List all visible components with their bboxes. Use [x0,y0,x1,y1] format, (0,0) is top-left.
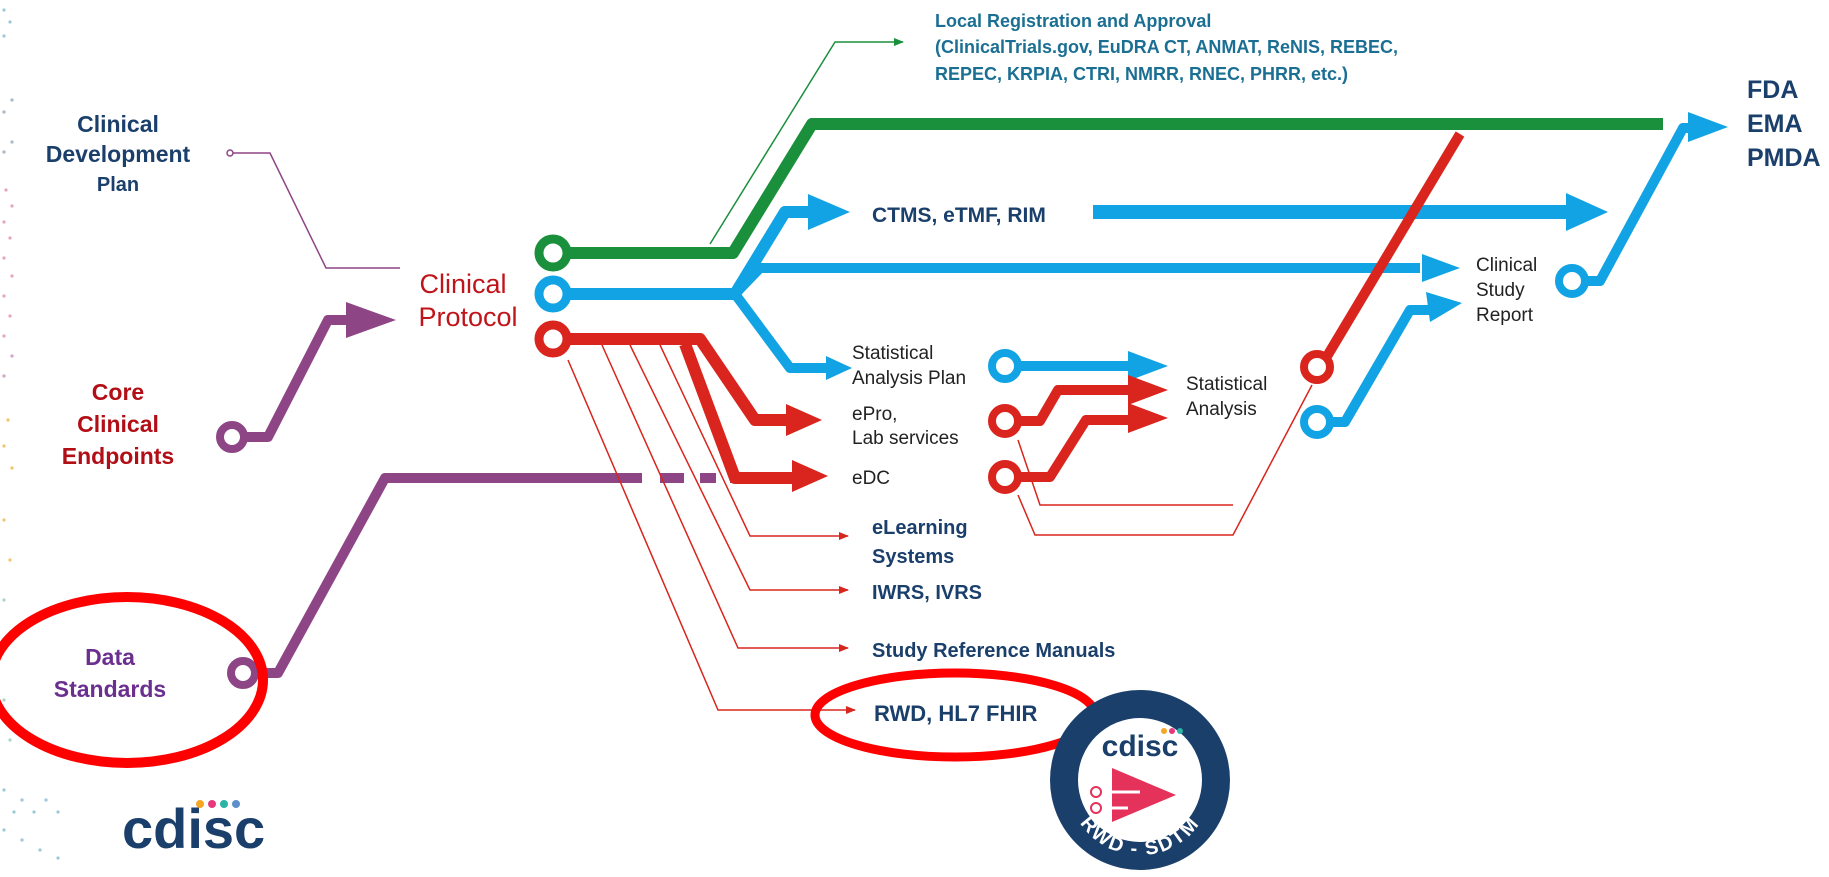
edc-arrowhead [792,460,828,492]
ctms-line [553,206,820,300]
edc-to-analysis-arrowhead [1128,403,1168,433]
left-dot-decoration [2,8,60,860]
svg-text:Core: Core [92,379,144,405]
elearning-connector [659,344,849,540]
svg-text:EMA: EMA [1747,110,1803,138]
svg-text:eLearning: eLearning [872,517,968,539]
registration-pointer [709,38,904,245]
edc-to-analysis-line [1008,415,1130,482]
ctms-to-regulators-arrowhead [1566,193,1608,231]
edc-node [988,460,1022,494]
svg-text:Endpoints: Endpoints [62,443,174,469]
svg-text:PMDA: PMDA [1747,144,1821,172]
svg-text:Development: Development [46,141,191,167]
svg-text:(ClinicalTrials.gov, EuDRA CT,: (ClinicalTrials.gov, EuDRA CT, ANMAT, Re… [935,37,1398,57]
elearning-label: eLearning Systems [872,517,968,568]
regulators-label: FDA EMA PMDA [1747,76,1821,172]
ctms-arrowhead [808,194,850,230]
epro-node [988,404,1022,438]
epro-arrowhead [786,404,822,436]
csr-node [1555,264,1589,298]
ctms-label: CTMS, eTMF, RIM [872,204,1046,227]
svg-text:Plan: Plan [97,174,139,196]
cdp-node [226,149,234,157]
statistical-analysis-label: Statistical Analysis [1186,374,1267,420]
protocol-red-node [534,320,572,358]
svg-text:Clinical: Clinical [419,269,506,299]
protocol-blue-node [534,275,572,313]
svg-text:Statistical: Statistical [1186,374,1267,395]
svg-text:Data: Data [85,644,135,670]
analysis-red-node [1300,350,1334,384]
edc-line [679,341,798,484]
svg-text:Study: Study [1476,280,1525,301]
svg-text:Clinical: Clinical [77,411,159,437]
svg-text:cdisc: cdisc [122,797,265,860]
manuals-label: Study Reference Manuals [872,640,1115,662]
csr-main-arrowhead [1422,254,1460,282]
cdp-connector [232,152,400,269]
svg-text:cdisc: cdisc [1102,730,1179,763]
iwrs-label: IWRS, IVRS [872,582,982,604]
svg-text:Standards: Standards [54,676,166,702]
analysis-to-csr-arrowhead [1426,292,1462,322]
sap-to-analysis-arrowhead [1128,351,1168,381]
epro-thin-loop [1017,439,1233,506]
svg-text:Lab services: Lab services [852,428,959,449]
csr-main-line [731,263,1420,298]
analysis-to-registration-line [1315,131,1465,371]
svg-text:Systems: Systems [872,546,954,568]
svg-text:Report: Report [1476,305,1534,326]
edc-thin-loop [1017,384,1313,536]
sap-label: Statistical Analysis Plan [852,343,966,389]
rwd-sdtm-badge: cdisc RWD - SDTM [1050,690,1230,870]
svg-text:Analysis Plan: Analysis Plan [852,368,966,389]
data-standards-label: Data Standards [54,644,166,702]
csr-to-regulators-arrowhead [1688,112,1728,142]
registration-line [553,118,1663,259]
clinical-development-plan-label: Clinical Development Plan [46,111,191,196]
svg-text:ePro,: ePro, [852,404,897,425]
epro-label: ePro, Lab services [852,404,959,449]
iwrs-connector [629,344,849,594]
endpoints-connector [232,315,365,442]
svg-text:Clinical: Clinical [1476,255,1537,276]
endpoints-arrowhead [346,302,396,338]
cdisc-logo: cdisc [122,797,265,860]
sap-arrowhead [826,356,852,380]
clinical-protocol-label: Clinical Protocol [418,269,517,332]
svg-text:Clinical: Clinical [77,111,159,137]
data-standards-highlight [0,592,268,768]
endpoints-node [216,421,248,453]
protocol-green-node [534,234,572,272]
svg-text:FDA: FDA [1747,76,1798,104]
analysis-blue-node [1300,405,1334,439]
rwd-label: RWD, HL7 FHIR [874,701,1037,726]
core-clinical-endpoints-label: Core Clinical Endpoints [62,379,174,469]
svg-text:Protocol: Protocol [418,302,517,332]
epro-to-analysis-arrowhead [1128,375,1168,405]
epro-line [553,333,790,426]
svg-text:Statistical: Statistical [852,343,933,364]
rwd-connector [567,359,856,714]
manuals-connector [601,344,849,652]
csr-label: Clinical Study Report [1476,255,1537,326]
standards-node [227,657,259,689]
svg-text:REPEC, KRPIA, CTRI, NMRR, RNEC: REPEC, KRPIA, CTRI, NMRR, RNEC, PHRR, et… [935,64,1348,84]
svg-text:Local Registration and Approva: Local Registration and Approval [935,11,1211,31]
registration-label: Local Registration and Approval (Clinica… [935,11,1398,84]
epro-to-analysis-line [1008,385,1130,426]
sap-node [988,349,1022,383]
svg-text:Analysis: Analysis [1186,399,1257,420]
edc-label: eDC [852,468,890,489]
sap-line [730,291,828,373]
standards-connector [243,473,642,678]
